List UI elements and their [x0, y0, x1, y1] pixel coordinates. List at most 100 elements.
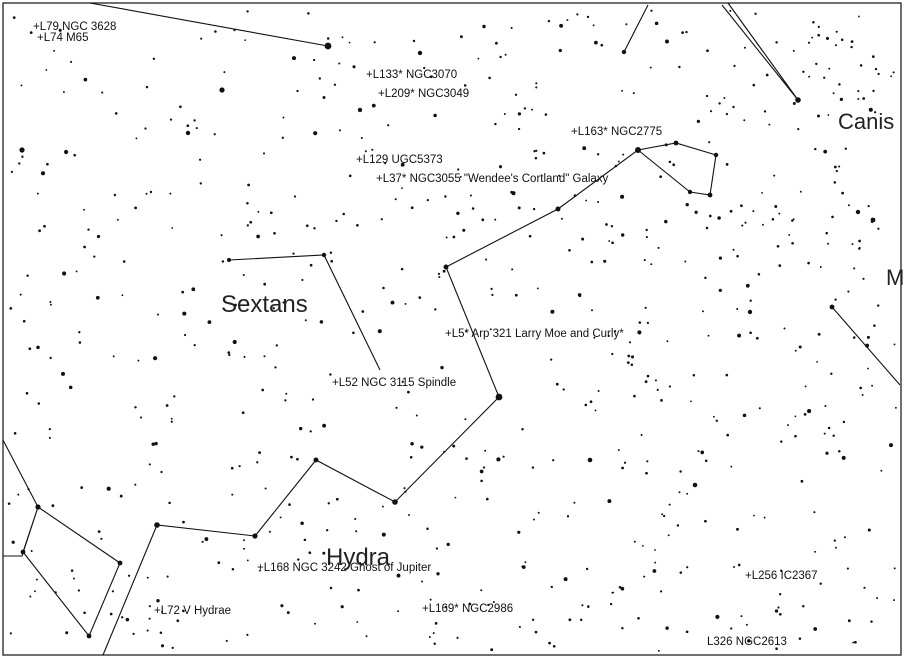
field-star — [148, 463, 151, 466]
field-star — [696, 119, 701, 124]
field-star — [9, 632, 12, 635]
field-star — [435, 547, 439, 550]
field-star — [40, 171, 46, 176]
field-star — [415, 414, 418, 417]
field-star — [397, 610, 400, 613]
field-star — [733, 64, 736, 68]
object-label-l72: +L72 V Hydrae — [154, 605, 231, 617]
field-star — [49, 300, 52, 304]
field-star — [459, 35, 463, 39]
field-star — [664, 219, 668, 224]
field-star — [561, 217, 563, 220]
field-star — [742, 413, 747, 418]
field-star — [626, 361, 630, 364]
field-star — [423, 66, 426, 70]
field-star — [436, 572, 440, 576]
field-star — [360, 136, 363, 140]
field-star — [514, 293, 518, 297]
field-star — [83, 77, 88, 82]
field-star — [499, 55, 502, 59]
field-star — [12, 16, 16, 19]
field-star — [263, 282, 267, 286]
field-star — [169, 118, 173, 121]
field-star — [400, 162, 405, 167]
field-star — [838, 450, 841, 453]
field-star — [444, 605, 448, 609]
field-star — [113, 193, 117, 197]
field-star — [25, 391, 29, 395]
field-star — [83, 611, 86, 615]
star — [35, 504, 41, 510]
field-star — [288, 503, 291, 506]
field-star — [582, 146, 587, 151]
field-star — [503, 113, 506, 115]
field-star — [452, 444, 456, 448]
field-star — [17, 493, 20, 496]
field-star — [839, 97, 844, 102]
field-star — [243, 547, 246, 550]
field-star — [521, 565, 524, 568]
field-star — [718, 102, 721, 105]
field-star — [857, 15, 860, 18]
field-star — [893, 343, 896, 346]
field-star — [313, 131, 318, 136]
field-star — [62, 91, 65, 94]
field-star — [502, 455, 505, 458]
field-star — [207, 320, 212, 324]
field-star — [681, 31, 684, 34]
star — [713, 152, 719, 158]
field-star — [704, 276, 707, 280]
field-star — [170, 417, 173, 420]
field-star — [835, 30, 838, 33]
field-star — [144, 127, 147, 130]
field-star — [594, 409, 597, 412]
field-star — [247, 183, 250, 187]
field-star — [184, 333, 187, 337]
field-star — [893, 567, 896, 570]
field-star — [700, 450, 705, 455]
field-star — [36, 192, 39, 195]
field-star — [171, 227, 174, 229]
field-star — [464, 418, 467, 421]
field-star — [725, 373, 729, 377]
field-star — [535, 86, 538, 89]
field-star — [740, 615, 743, 618]
field-star — [780, 569, 783, 572]
field-star — [705, 94, 709, 98]
field-star — [851, 243, 854, 246]
field-star — [548, 641, 551, 645]
field-star — [834, 44, 837, 47]
field-star — [70, 60, 73, 63]
field-star — [29, 31, 33, 34]
field-star — [718, 288, 722, 293]
field-star — [238, 465, 241, 468]
field-star — [182, 520, 185, 524]
field-star — [68, 385, 73, 390]
field-star — [841, 455, 846, 460]
field-star — [356, 223, 359, 227]
field-star — [763, 110, 767, 113]
field-star — [657, 246, 660, 249]
field-star — [421, 580, 423, 583]
field-star — [761, 192, 763, 194]
field-star — [361, 310, 365, 313]
field-star — [384, 162, 387, 165]
field-star — [34, 590, 36, 593]
field-star — [426, 527, 429, 530]
field-star — [558, 174, 561, 177]
canis-line-upper — [721, 2, 799, 101]
field-star — [75, 270, 78, 273]
field-star — [494, 122, 497, 126]
field-star — [496, 457, 501, 462]
field-star — [592, 24, 595, 27]
field-star — [857, 97, 860, 101]
field-star — [100, 537, 103, 540]
field-star — [329, 373, 332, 376]
field-star — [645, 228, 648, 232]
field-star — [452, 235, 456, 239]
field-star — [859, 64, 863, 67]
star — [555, 206, 561, 212]
field-star — [517, 127, 521, 131]
field-star — [813, 627, 818, 631]
field-star — [777, 606, 780, 609]
